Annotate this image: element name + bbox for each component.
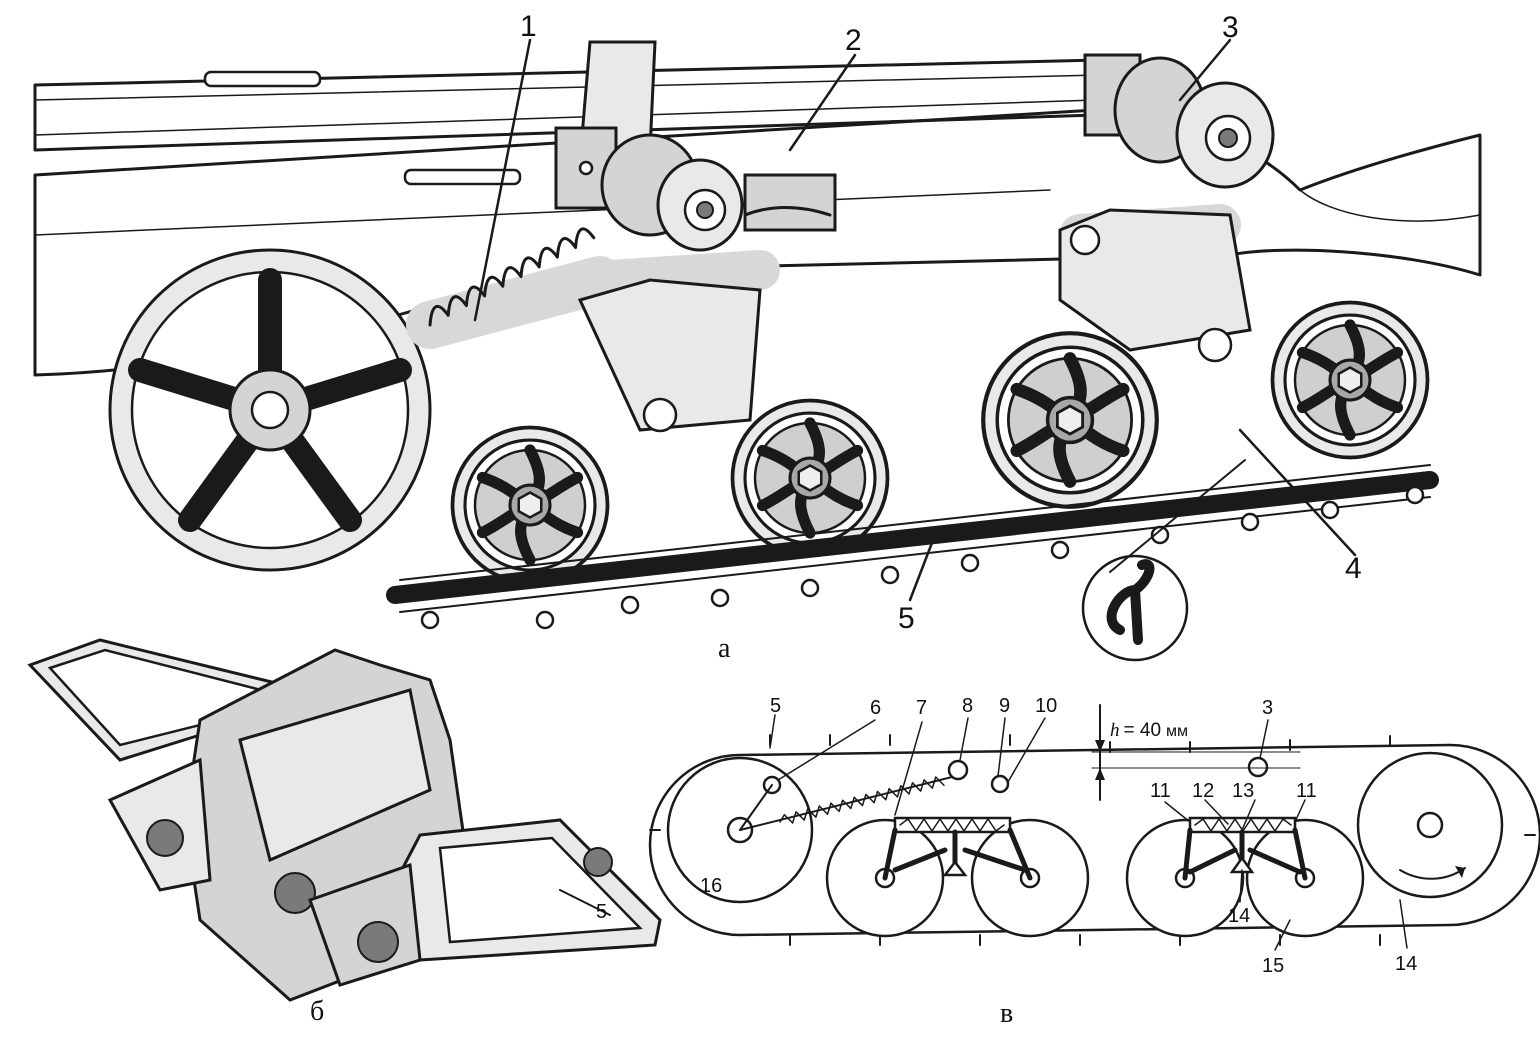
callout-c-12: 12 — [1192, 780, 1214, 802]
panel-c-scheme — [648, 704, 1540, 946]
track-chain — [386, 464, 1439, 630]
callout-c-10: 10 — [1035, 695, 1057, 717]
callout-c-6: 6 — [870, 697, 881, 719]
idler-wheel — [108, 248, 432, 572]
callout-c-9: 9 — [999, 695, 1010, 717]
callout-a-3: 3 — [1222, 11, 1239, 44]
callout-c-13: 13 — [1232, 780, 1254, 802]
callout-c-7: 7 — [916, 697, 927, 719]
callout-c-8: 8 — [962, 695, 973, 717]
callout-a-4: 4 — [1345, 552, 1362, 585]
panel-label-b: б — [310, 996, 324, 1027]
callout-c-15: 15 — [1262, 955, 1284, 977]
callout-c-11-left: 11 — [1150, 780, 1171, 802]
panel-label-a: а — [718, 633, 731, 664]
panel-a-leaders — [473, 38, 1357, 602]
panel-b-track-link — [27, 638, 662, 1002]
panel-c-leaders — [769, 714, 1408, 951]
panel-a-illustration — [33, 40, 1482, 662]
callout-a-2: 2 — [845, 24, 862, 57]
callout-c-14-center: 14 — [1228, 905, 1250, 927]
callout-a-1: 1 — [520, 10, 537, 43]
callout-c-16: 16 — [700, 875, 722, 897]
callout-c-5: 5 — [770, 695, 781, 717]
callout-a-5: 5 — [898, 602, 915, 635]
callout-c-11-right: 11 — [1296, 780, 1317, 802]
callout-b-5: 5 — [596, 901, 607, 923]
callout-c-3: 3 — [1262, 697, 1273, 719]
panel-label-c: в — [1000, 998, 1013, 1029]
callout-c-14-right: 14 — [1395, 953, 1417, 975]
